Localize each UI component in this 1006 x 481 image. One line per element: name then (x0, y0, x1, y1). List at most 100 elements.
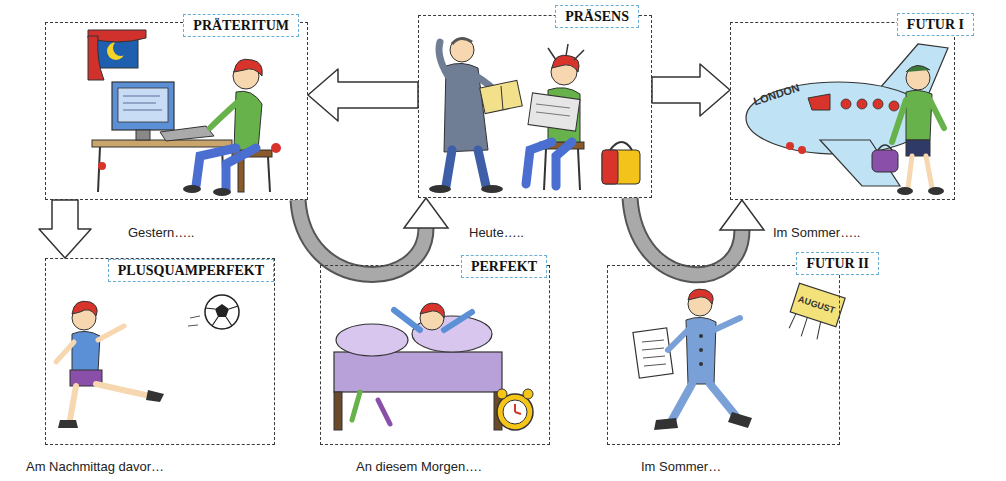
reading-scene-part (429, 185, 451, 193)
hollow-arrow (652, 64, 730, 116)
bed-scene-part (497, 389, 507, 399)
football-scene-part (96, 384, 150, 396)
reading-scene-part (552, 55, 579, 72)
computer-scene (88, 30, 281, 196)
report-scene-part (643, 356, 665, 358)
airplane-scene-part (930, 100, 944, 128)
reading-scene-part (481, 185, 503, 193)
tense-connector (652, 64, 730, 116)
time-caption: Heute….. (469, 225, 524, 240)
report-scene-part (644, 364, 666, 366)
reading-scene-part (610, 142, 632, 150)
bed-scene-part (420, 303, 444, 318)
time-caption: Im Sommer….. (773, 225, 860, 240)
computer-scene-part (123, 110, 162, 111)
airplane-scene-part (808, 94, 830, 110)
arrow-head (720, 200, 764, 230)
football-scene-part (98, 326, 124, 340)
airplane-scene-part (889, 101, 899, 111)
bed-scene (334, 303, 533, 430)
computer-scene-part (136, 130, 150, 140)
tense-connector (308, 69, 418, 121)
football-scene-part (146, 390, 164, 402)
computer-scene-part (98, 147, 100, 192)
football-scene-part (70, 386, 76, 420)
airplane-scene-part (857, 99, 867, 109)
computer-scene-part (160, 126, 214, 141)
report-scene-part (714, 318, 740, 330)
airplane-scene-part (873, 99, 883, 109)
computer-scene-part (210, 100, 240, 128)
tense-panel: FUTUR IIIm Sommer… (607, 265, 840, 445)
tense-heading: FUTUR I (897, 13, 974, 36)
report-scene-part (633, 328, 673, 378)
report-scene-part (686, 317, 716, 384)
computer-scene-part (226, 148, 256, 190)
airplane-scene-part (892, 100, 906, 142)
computer-scene-part (234, 59, 262, 76)
reading-scene-part (578, 149, 580, 190)
computer-scene-part (183, 185, 201, 193)
bed-scene-part (515, 404, 521, 414)
bed-scene-part (394, 310, 420, 330)
time-caption: Gestern….. (128, 225, 194, 240)
reading-scene-part (556, 142, 572, 186)
arrow-head (404, 198, 448, 228)
tense-panel: FUTUR IIm Sommer….. (730, 22, 955, 200)
computer-scene-part (92, 140, 232, 147)
tense-heading: PERFEKT (461, 255, 547, 278)
computer-scene-part (123, 103, 156, 104)
report-scene-part (642, 340, 664, 342)
tense-panel: PRÄTERITUMGestern….. (45, 22, 308, 200)
football-scene-part (72, 331, 100, 372)
report-scene-part (668, 330, 688, 350)
airplane-scene-part (878, 145, 892, 150)
bed-scene-part (444, 312, 472, 330)
airplane-scene-part (820, 140, 900, 186)
report-scene-part (672, 384, 692, 420)
tense-heading: PRÄSENS (555, 5, 639, 28)
curved-band (298, 200, 426, 274)
report-scene-part (728, 412, 752, 428)
time-caption: An diesem Morgen…. (356, 459, 482, 474)
computer-scene-part (118, 88, 168, 122)
tense-panel: PRÄSENSHeute….. (418, 15, 652, 198)
airplane-scene-part (872, 150, 898, 172)
bed-scene-part (334, 392, 342, 430)
football-scene-part (58, 420, 78, 428)
report-scene-part (642, 348, 664, 350)
tense-connector (630, 198, 764, 275)
bed-scene-part (523, 389, 533, 399)
airplane-scene (746, 44, 948, 195)
tense-heading: FUTUR II (796, 252, 879, 275)
reading-scene-part (439, 42, 448, 76)
tense-connector (298, 198, 448, 274)
football-scene-part (205, 306, 238, 326)
reading-scene-part (480, 80, 523, 113)
hollow-arrow (308, 69, 418, 121)
tense-heading: PRÄTERITUM (183, 14, 299, 37)
reading-scene-part (536, 104, 570, 108)
computer-scene-part (213, 188, 231, 196)
airplane-scene-part (928, 187, 944, 195)
reading-scene-part (528, 93, 580, 131)
football-scene-part (56, 342, 74, 362)
reading-scene-part (602, 150, 618, 184)
report-scene-part-part (790, 283, 845, 326)
reading-scene-part (602, 150, 640, 184)
football-scene-part (215, 304, 229, 317)
report-scene-part (699, 348, 703, 352)
airplane-scene-part (798, 146, 806, 154)
airplane-scene-part (906, 66, 930, 90)
reading-scene-part (452, 38, 472, 44)
airplane-scene-part (908, 156, 932, 188)
time-caption: Im Sommer… (641, 459, 721, 474)
tense-panel: PERFEKTAn diesem Morgen…. (320, 265, 550, 445)
reading-scene-part (450, 38, 474, 62)
reading-scene-part (544, 149, 546, 190)
curved-band (630, 198, 742, 275)
reading-scene (429, 38, 640, 193)
reading-scene-part (501, 86, 503, 110)
